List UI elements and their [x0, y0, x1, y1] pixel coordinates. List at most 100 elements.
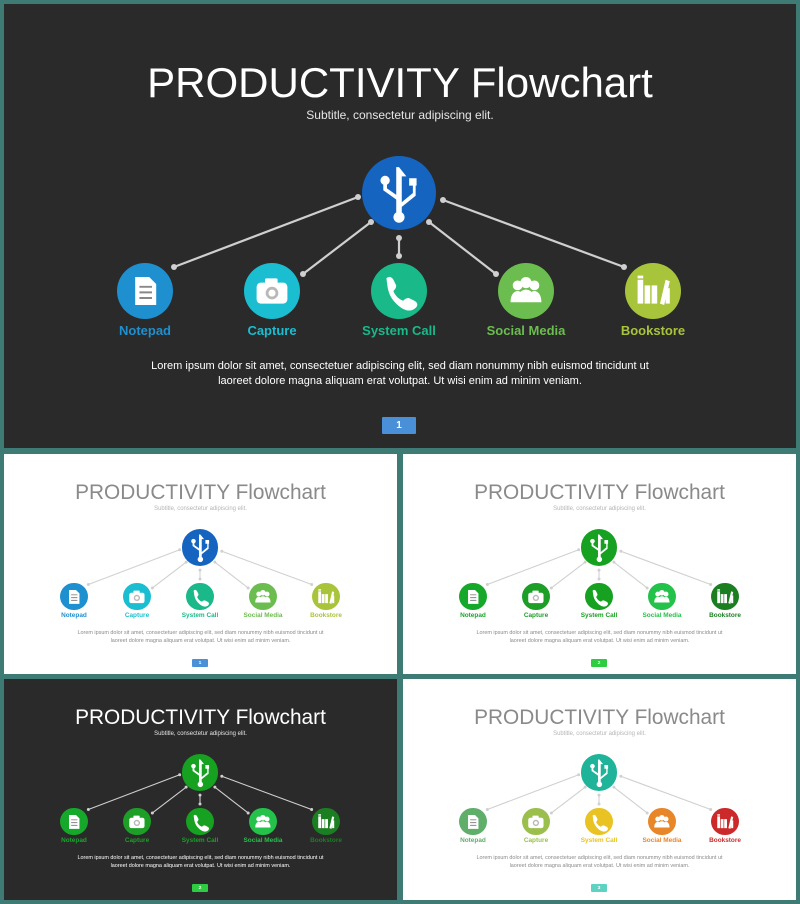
connector-line	[613, 786, 648, 814]
notepad-icon	[69, 589, 80, 604]
connector-dot	[178, 773, 182, 777]
connector-line	[214, 561, 249, 589]
node-bookstore	[312, 807, 340, 836]
connector-lines	[171, 194, 627, 277]
node-label: Social Media	[642, 612, 682, 620]
page-number-badge: 1	[382, 417, 416, 434]
connector-dot	[246, 811, 250, 815]
connector-dot	[597, 568, 601, 572]
books-icon	[717, 588, 734, 604]
connector-line	[620, 775, 711, 811]
connector-dot	[310, 583, 314, 586]
connector-dot	[86, 808, 90, 811]
node-label: Social Media	[243, 837, 283, 845]
node-capture	[522, 807, 550, 836]
connector-line	[214, 786, 249, 814]
node-label: Bookstore	[709, 837, 741, 845]
slide-subtitle: Subtitle, consectetur adipiscing elit.	[154, 730, 247, 737]
slide-subtitle: Subtitle, consectetur adipiscing elit.	[553, 505, 646, 512]
slide-title: PRODUCTIVITY Flowchart	[474, 480, 725, 504]
page-number-badge: 2	[590, 658, 608, 668]
connector-dot	[619, 549, 623, 553]
node-social-media	[249, 807, 277, 836]
connector-line	[302, 221, 372, 275]
node-capture	[244, 263, 300, 319]
connector-dot	[213, 785, 217, 789]
connector-lines	[86, 773, 314, 815]
connector-line	[613, 561, 648, 589]
connector-dot	[549, 586, 553, 590]
people-icon	[654, 589, 670, 602]
slide-title: PRODUCTIVITY Flowchart	[75, 480, 326, 504]
connector-dot	[184, 785, 188, 789]
connector-dot	[220, 549, 224, 553]
node-label: System Call	[580, 837, 618, 845]
node-label: Capture	[523, 837, 549, 845]
node-label: Bookstore	[620, 323, 686, 338]
connector-dot	[198, 802, 202, 806]
connector-line	[152, 561, 187, 589]
node-label: Social Media	[486, 323, 566, 338]
body-text: Lorem ipsum dolor sit amet, consectetuer…	[151, 360, 649, 387]
camera-icon	[528, 590, 544, 603]
connector-dot	[645, 811, 649, 815]
connector-line	[88, 549, 180, 586]
node-system-call	[186, 807, 214, 836]
node-notepad	[60, 582, 88, 611]
connector-line	[173, 195, 359, 269]
connector-dot	[597, 802, 601, 806]
people-icon	[654, 814, 670, 827]
node-label: Notepad	[61, 612, 87, 620]
phone-icon	[592, 814, 609, 832]
connector-dot	[150, 586, 154, 590]
node-label: Capture	[124, 612, 150, 620]
node-capture	[123, 807, 151, 836]
node-label: Capture	[124, 837, 150, 845]
hub-node	[181, 754, 219, 792]
camera-icon	[528, 815, 544, 828]
node-bookstore	[711, 807, 739, 836]
connector-dot	[220, 774, 224, 778]
slide-title: PRODUCTIVITY Flowchart	[474, 705, 725, 729]
connector-dot	[493, 271, 499, 277]
node-system-call	[371, 263, 427, 319]
node-label: System Call	[181, 837, 219, 845]
slide-subtitle: Subtitle, consectetur adipiscing elit.	[553, 730, 646, 737]
node-label: Capture	[247, 323, 297, 338]
connector-dot	[396, 253, 402, 259]
connector-dot	[198, 577, 202, 581]
node-capture	[522, 582, 550, 611]
connector-dot	[645, 586, 649, 590]
connector-dot	[577, 773, 581, 777]
connector-dot	[246, 586, 250, 590]
node-notepad	[60, 807, 88, 836]
connector-line	[428, 221, 497, 275]
connector-dot	[300, 271, 306, 277]
connector-dot	[597, 793, 601, 797]
connector-dot	[396, 235, 402, 241]
body-text: Lorem ipsum dolor sit amet, consectetuer…	[476, 630, 723, 644]
connector-line	[551, 561, 586, 589]
usb-icon	[190, 759, 209, 788]
connector-dot	[549, 811, 553, 815]
node-social-media	[648, 582, 676, 611]
node-label: Bookstore	[310, 837, 342, 845]
node-social-media	[498, 263, 554, 319]
connector-dot	[485, 808, 489, 811]
slide-title: PRODUCTIVITY Flowchart	[75, 705, 326, 729]
node-notepad	[459, 582, 487, 611]
node-social-media	[648, 807, 676, 836]
node-label: Notepad	[61, 837, 87, 845]
node-social-media	[249, 582, 277, 611]
connector-dot	[198, 568, 202, 572]
connector-line	[88, 774, 180, 811]
node-label: Social Media	[243, 612, 283, 620]
node-label: System Call	[362, 323, 436, 338]
connector-dot	[709, 583, 713, 586]
connector-line	[221, 550, 312, 586]
